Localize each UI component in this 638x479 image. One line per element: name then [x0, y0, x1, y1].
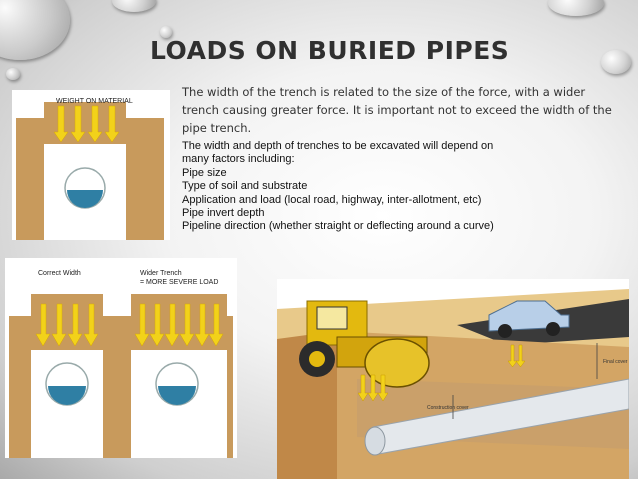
factors-line: Pipeline direction (whether straight or …: [182, 220, 494, 233]
water-drop-decoration: [160, 26, 172, 38]
final-cover-label: Final cover: [603, 359, 628, 365]
correct-width-label: Correct Width: [38, 270, 81, 277]
factors-line: many factors including:: [182, 153, 295, 166]
slide-title: LOADS ON BURIED PIPES: [150, 36, 510, 65]
weight-on-material-diagram: [12, 90, 170, 240]
construction-cover-label: Construction cover: [427, 405, 469, 411]
wider-trench-label: Wider Trench: [140, 270, 182, 277]
weight-on-material-label: WEIGHT ON MATERIAL: [56, 98, 133, 105]
more-severe-load-label: = MORE SEVERE LOAD: [140, 279, 219, 286]
intro-paragraph: The width of the trench is related to th…: [182, 85, 612, 135]
water-drop-decoration: [601, 50, 631, 74]
road-construction-illustration: Final cover Construction cover: [277, 279, 629, 479]
roller-vehicle: [299, 300, 430, 388]
factors-line: Type of soil and substrate: [182, 180, 308, 193]
trench-width-comparison-diagram: [5, 258, 237, 458]
factors-line: Pipe size: [182, 166, 227, 179]
factors-line: Pipe invert depth: [182, 207, 265, 220]
pickup-truck: [488, 300, 570, 338]
factors-line: Application and load (local road, highwa…: [182, 193, 482, 206]
water-drop-decoration: [0, 0, 70, 60]
water-drop-decoration: [6, 68, 20, 80]
water-drop-decoration: [112, 0, 156, 12]
factors-line: The width and depth of trenches to be ex…: [182, 140, 494, 152]
water-drop-decoration: [548, 0, 604, 16]
factors-list: The width and depth of trenches to be ex…: [182, 140, 552, 234]
